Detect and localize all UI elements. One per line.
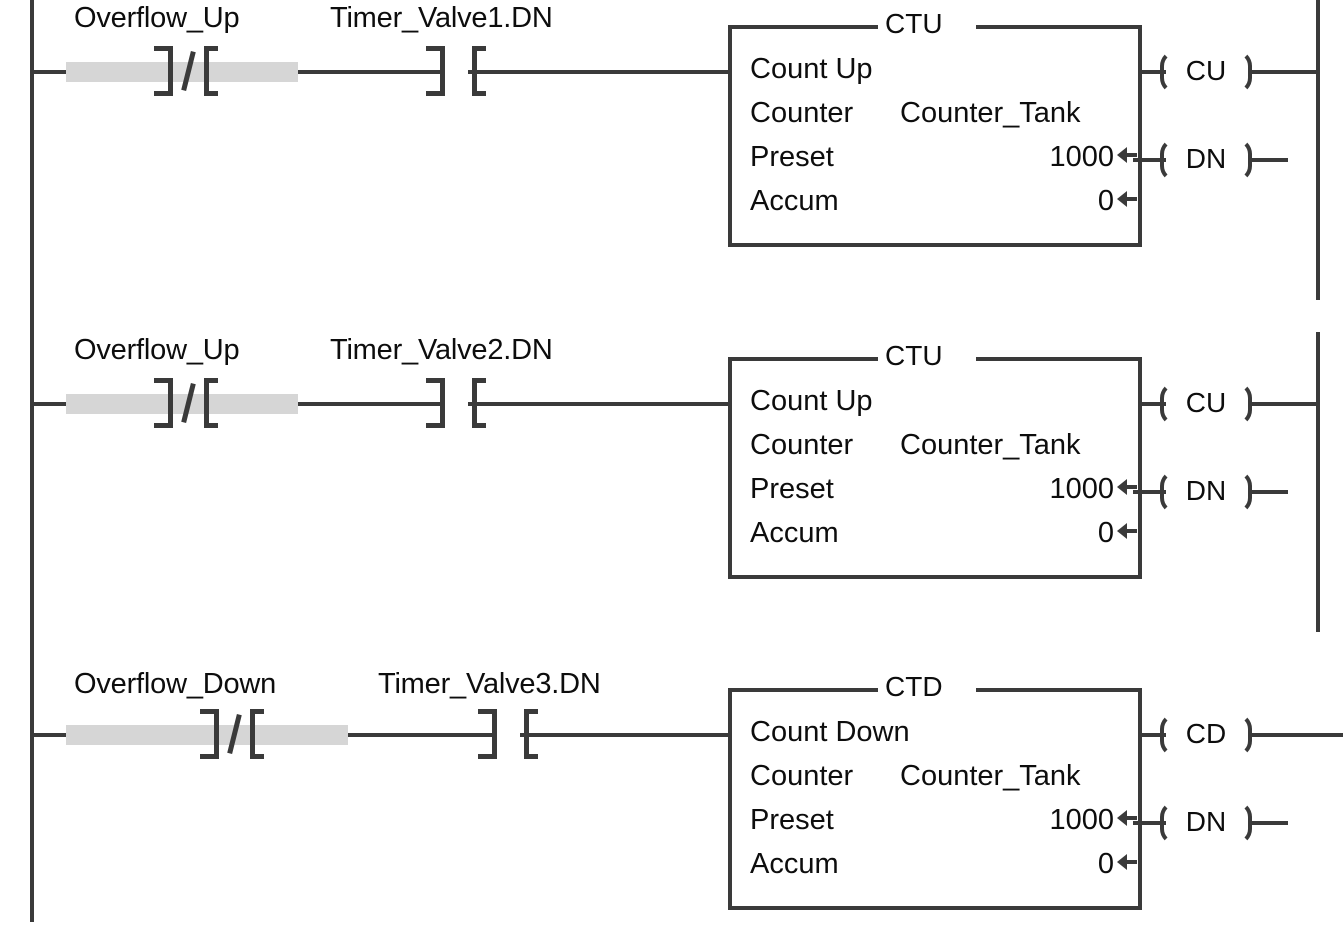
contact-tag-label: Overflow_Down — [74, 668, 277, 700]
right-power-rail — [1316, 332, 1320, 632]
contact-highlight — [66, 725, 348, 745]
coil-arc-left — [1160, 713, 1176, 757]
output-coil-cu[interactable]: CU — [1160, 50, 1252, 94]
contact-normally-open[interactable] — [478, 709, 542, 759]
block-operation-label: Count Up — [750, 53, 873, 85]
coil-lead-wire — [1142, 733, 1166, 737]
instruction-block-ctu[interactable]: CTU Count Up Counter Counter_Tank Preset… — [728, 342, 1142, 579]
coil-arc-left — [1160, 801, 1176, 845]
rung-wire — [196, 70, 441, 74]
contact-normally-open[interactable] — [426, 378, 490, 428]
output-coil-dn[interactable]: DN — [1160, 470, 1252, 514]
instruction-block-ctd[interactable]: CTD Count Down Counter Counter_Tank Pres… — [728, 673, 1142, 910]
block-row-label: Counter — [750, 760, 854, 792]
preset-input-arrow-icon — [1117, 809, 1137, 827]
contact-normally-closed[interactable] — [154, 46, 218, 96]
block-row-label: Accum — [750, 517, 839, 549]
coil-label: CD — [1185, 718, 1227, 749]
rung-wire — [468, 70, 730, 74]
block-row-value[interactable]: 0 — [1097, 517, 1114, 549]
output-coil-dn[interactable]: DN — [1160, 801, 1252, 845]
block-operation-label: Count Up — [750, 385, 873, 417]
coil-lead-wire — [1133, 490, 1166, 494]
block-row-label: Preset — [750, 804, 834, 836]
contact-tag-label: Timer_Valve1.DN — [330, 2, 553, 34]
coil-lead-wire — [1142, 70, 1166, 74]
coil-exit-wire — [1248, 490, 1288, 494]
right-power-rail — [1316, 0, 1320, 300]
coil-label: DN — [1185, 475, 1227, 506]
rung-wire — [468, 402, 730, 406]
accum-input-arrow-icon — [1117, 853, 1137, 871]
block-row-label: Accum — [750, 848, 839, 880]
block-row-value[interactable]: 1000 — [1049, 141, 1114, 173]
coil-arc-left — [1160, 138, 1176, 182]
coil-exit-wire — [1248, 821, 1288, 825]
preset-input-arrow-icon — [1117, 146, 1137, 164]
rung-wire — [244, 733, 492, 737]
coil-arc-left — [1160, 382, 1176, 426]
coil-arc-left — [1160, 50, 1176, 94]
contact-tag-label: Timer_Valve2.DN — [330, 334, 553, 366]
block-row-operand[interactable]: Counter_Tank — [900, 760, 1081, 792]
left-power-rail — [30, 0, 34, 922]
coil-exit-wire — [1248, 70, 1320, 74]
nc-slash — [181, 382, 196, 424]
block-row-label: Accum — [750, 185, 839, 217]
block-row-label: Counter — [750, 429, 854, 461]
contact-normally-closed[interactable] — [154, 378, 218, 428]
coil-lead-wire — [1142, 402, 1166, 406]
rung-wire — [196, 402, 441, 406]
coil-label: CU — [1185, 55, 1227, 86]
block-row-label: Preset — [750, 141, 834, 173]
rung-3[interactable]: Overflow_Down Timer_Valve3.DN — [0, 663, 1343, 940]
block-row-value[interactable]: 1000 — [1049, 804, 1114, 836]
rung-1[interactable]: Overflow_Up Timer_Valve1.DN — [0, 0, 1343, 300]
block-title: CTU — [878, 10, 950, 38]
accum-input-arrow-icon — [1117, 190, 1137, 208]
block-row-label: Counter — [750, 97, 854, 129]
contact-tag-label: Overflow_Up — [74, 2, 240, 34]
coil-exit-wire — [1248, 733, 1343, 737]
output-coil-cu[interactable]: CU — [1160, 382, 1252, 426]
coil-arc-left — [1160, 470, 1176, 514]
contact-normally-closed[interactable] — [200, 709, 264, 759]
coil-label: CU — [1185, 387, 1227, 418]
contact-highlight — [66, 394, 298, 414]
block-operation-label: Count Down — [750, 716, 910, 748]
nc-slash — [227, 713, 242, 755]
instruction-block-ctu[interactable]: CTU Count Up Counter Counter_Tank Preset… — [728, 10, 1142, 247]
coil-label: DN — [1185, 143, 1227, 174]
rung-wire — [520, 733, 730, 737]
block-row-value[interactable]: 0 — [1097, 185, 1114, 217]
coil-lead-wire — [1133, 821, 1166, 825]
nc-slash — [181, 50, 196, 92]
contact-tag-label: Timer_Valve3.DN — [378, 668, 601, 700]
contact-normally-open[interactable] — [426, 46, 490, 96]
block-row-value[interactable]: 1000 — [1049, 473, 1114, 505]
block-title: CTD — [878, 673, 950, 701]
block-title: CTU — [878, 342, 950, 370]
output-coil-cd[interactable]: CD — [1160, 713, 1252, 757]
block-row-operand[interactable]: Counter_Tank — [900, 429, 1081, 461]
preset-input-arrow-icon — [1117, 478, 1137, 496]
rung-2[interactable]: Overflow_Up Timer_Valve2.DN — [0, 332, 1343, 632]
coil-exit-wire — [1248, 402, 1320, 406]
block-row-operand[interactable]: Counter_Tank — [900, 97, 1081, 129]
coil-label: DN — [1185, 806, 1227, 837]
block-row-value[interactable]: 0 — [1097, 848, 1114, 880]
coil-lead-wire — [1133, 158, 1166, 162]
contact-highlight — [66, 62, 298, 82]
output-coil-dn[interactable]: DN — [1160, 138, 1252, 182]
coil-exit-wire — [1248, 158, 1288, 162]
accum-input-arrow-icon — [1117, 522, 1137, 540]
block-row-label: Preset — [750, 473, 834, 505]
contact-tag-label: Overflow_Up — [74, 334, 240, 366]
